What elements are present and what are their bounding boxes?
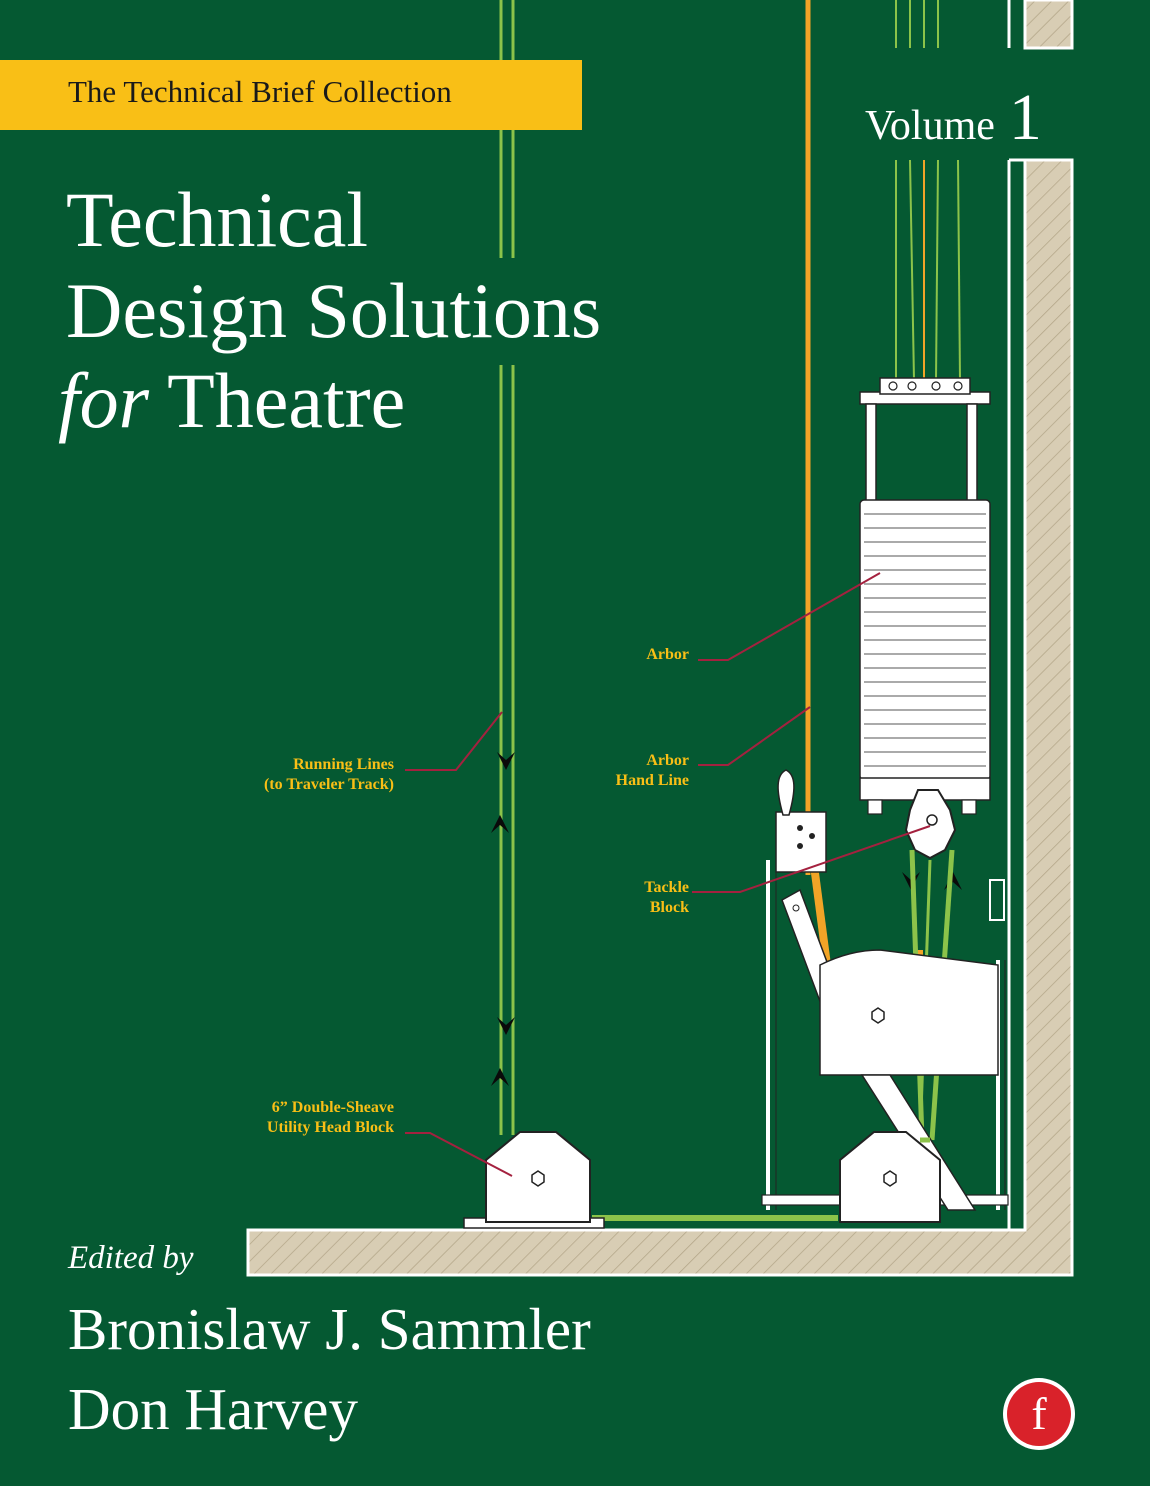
label-tackle-block-2: Block [649,899,689,916]
series-name: The Technical Brief Collection [68,74,452,109]
title-line-3: for Theatre [58,362,405,440]
series-banner: The Technical Brief Collection [0,60,582,130]
head-block-left [463,1131,605,1229]
running-lines [491,0,838,1221]
label-tackle-block: Tackle Block [644,878,689,918]
label-head-block-2: Utility Head Block [266,1119,394,1136]
label-head-block-1: 6” Double-Sheave [271,1099,394,1116]
title-line-1: Technical [66,176,369,263]
author-1: Bronislaw J. Sammler [68,1296,591,1362]
arbor [859,377,991,815]
label-arbor-hand-line-1: Arbor [646,752,689,769]
label-arbor-hand-line: Arbor Hand Line [616,751,689,791]
label-running-lines-1: Running Lines [293,756,394,773]
volume-word: Volume [865,103,995,149]
label-arbor-text: Arbor [646,646,689,663]
label-arbor: Arbor [646,645,689,665]
label-head-block: 6” Double-Sheave Utility Head Block [267,1098,394,1138]
title-for: for [58,357,150,444]
edited-by: Edited by [68,1240,194,1276]
label-tackle-block-1: Tackle [644,879,689,896]
label-running-lines: Running Lines (to Traveler Track) [264,755,394,795]
publisher-logo: f [1003,1378,1075,1450]
title-line-2: Design Solutions [66,267,602,354]
leader-lines [405,572,931,1177]
author-2: Don Harvey [68,1376,358,1442]
label-running-lines-2: (to Traveler Track) [263,776,394,793]
volume-label: Volume 1 [865,80,1042,156]
lift-lines [895,0,961,381]
volume-number: 1 [1008,81,1042,154]
head-block-right [839,1131,941,1223]
title-theatre: Theatre [149,357,406,444]
concrete-structure [246,0,1074,1277]
publisher-logo-letter: f [1031,1388,1047,1439]
label-arbor-hand-line-2: Hand Line [615,772,689,789]
